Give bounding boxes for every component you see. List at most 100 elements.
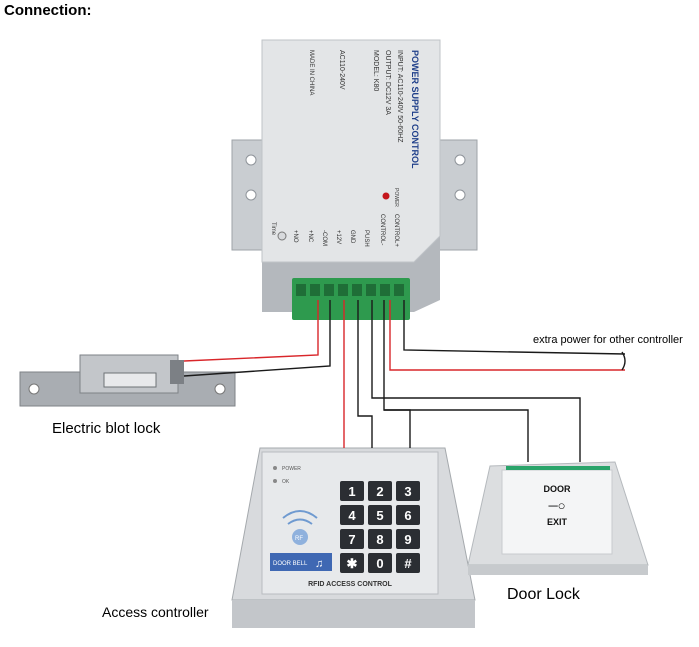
extra-power-caption: extra power for other controller bbox=[533, 334, 683, 346]
keypad-key-label: 9 bbox=[404, 532, 411, 547]
access-controller-caption: Access controller bbox=[102, 604, 209, 620]
keypad-key[interactable] bbox=[340, 529, 364, 549]
keypad-key-label: # bbox=[404, 556, 412, 571]
terminal-label: +NC bbox=[307, 230, 313, 243]
rf-wave-icon bbox=[287, 518, 313, 525]
keypad-key[interactable] bbox=[368, 529, 392, 549]
wire-black-lock bbox=[183, 300, 331, 377]
keypad-footer: RFID ACCESS CONTROL bbox=[308, 581, 392, 588]
keypad-key[interactable] bbox=[368, 505, 392, 525]
exit-plate-strip bbox=[506, 466, 610, 470]
keypad-key-label: 4 bbox=[348, 508, 356, 523]
keypad-key[interactable] bbox=[340, 553, 364, 573]
keypad-key[interactable] bbox=[340, 505, 364, 525]
keypad-key-label: 8 bbox=[376, 532, 383, 547]
keypad-front-edge bbox=[232, 600, 475, 628]
keypad-key-label: 2 bbox=[376, 484, 383, 499]
psu-made-in: MADE IN CHINA bbox=[308, 50, 314, 95]
psu-label: POWER SUPPLY CONTROL INPUT: AC110-240V 5… bbox=[308, 50, 420, 169]
electric-lock-caption: Electric blot lock bbox=[52, 420, 161, 437]
wire-control-keypad bbox=[383, 300, 411, 448]
keypad-key-label: 3 bbox=[404, 484, 411, 499]
ok-indicator bbox=[273, 479, 277, 483]
terminal-screw bbox=[296, 284, 306, 296]
doorbell-label: DOOR BELL bbox=[273, 561, 308, 567]
time-label: Time bbox=[270, 222, 276, 236]
status-power-label: POWER bbox=[282, 466, 301, 472]
power-led bbox=[382, 192, 390, 200]
lock-screw-hole bbox=[28, 383, 40, 395]
rf-wave-icon bbox=[282, 510, 318, 519]
wire-red-extra bbox=[389, 300, 625, 371]
keypad-key[interactable] bbox=[396, 529, 420, 549]
key-icon: ─○ bbox=[547, 498, 565, 513]
keypad-key-label: 5 bbox=[376, 508, 383, 523]
bell-icon: ♫ bbox=[315, 558, 323, 570]
keypad-key-label: 6 bbox=[404, 508, 411, 523]
lock-connector bbox=[170, 360, 184, 384]
keypad-key-label: 1 bbox=[348, 484, 355, 499]
psu-output: OUTPUT: DC12V 3A bbox=[384, 50, 391, 115]
keypad-key-label: ✱ bbox=[347, 556, 358, 571]
terminal-label: CONTROL+ bbox=[393, 214, 399, 247]
keypad-key[interactable] bbox=[396, 481, 420, 501]
electric-bolt-lock bbox=[19, 354, 236, 407]
doorbell-button[interactable] bbox=[270, 553, 332, 571]
lock-screw-hole bbox=[214, 383, 226, 395]
wire-control-exit bbox=[384, 409, 529, 462]
door-exit-button: DOOR ─○ EXIT bbox=[467, 461, 649, 575]
bracket-hole bbox=[454, 189, 466, 201]
keypad-key[interactable] bbox=[396, 505, 420, 525]
psu-input: INPUT: AC110-240V 50-60HZ bbox=[396, 50, 403, 143]
terminal-label: +12V bbox=[335, 230, 341, 244]
wires bbox=[183, 300, 626, 462]
terminal-screw bbox=[338, 284, 348, 296]
keypad-key-label: 0 bbox=[376, 556, 383, 571]
terminal-label: -COM bbox=[321, 230, 327, 246]
terminal-label: PUSH bbox=[363, 230, 369, 247]
psu-voltage: AC110-240V bbox=[338, 50, 345, 90]
terminal-screw bbox=[380, 284, 390, 296]
terminal-screw bbox=[366, 284, 376, 296]
wire-end-bracket bbox=[621, 351, 626, 371]
exit-bottom-label: EXIT bbox=[547, 517, 568, 527]
psu-top-face bbox=[261, 39, 441, 263]
keypad-key-label: 7 bbox=[348, 532, 355, 547]
access-controller-keypad: POWER OK RF DOOR BELL ♫ bbox=[231, 447, 476, 628]
lock-latch bbox=[103, 372, 157, 388]
status-ok-label: OK bbox=[282, 479, 290, 485]
bracket-hole bbox=[245, 154, 257, 166]
exit-top-label: DOOR bbox=[544, 484, 572, 494]
rf-icon bbox=[292, 529, 308, 545]
door-lock-caption: Door Lock bbox=[507, 586, 580, 603]
terminal-screw bbox=[352, 284, 362, 296]
terminal-block bbox=[292, 278, 410, 320]
wire-black-extra bbox=[403, 300, 626, 355]
heading: Connection: bbox=[4, 2, 92, 19]
power-led-label: POWER bbox=[393, 188, 399, 207]
time-knob bbox=[277, 231, 287, 241]
keypad-key[interactable] bbox=[368, 481, 392, 501]
bracket-hole bbox=[454, 154, 466, 166]
exit-plate-face[interactable] bbox=[501, 469, 613, 555]
wire-black-keypad bbox=[357, 300, 373, 448]
power-supply-unit: POWER SUPPLY CONTROL INPUT: AC110-240V 5… bbox=[231, 39, 478, 320]
wire-red-lock bbox=[183, 300, 319, 362]
terminal-screw bbox=[324, 284, 334, 296]
power-indicator bbox=[273, 466, 277, 470]
keypad-keys bbox=[340, 481, 420, 573]
terminal-screw bbox=[310, 284, 320, 296]
terminal-label: GND bbox=[349, 230, 355, 244]
terminal-screw bbox=[394, 284, 404, 296]
wire-push-exit bbox=[371, 300, 581, 462]
psu-model: MODEL: K80 bbox=[372, 50, 379, 91]
terminal-label: CONTROL- bbox=[379, 214, 385, 245]
terminal-label: +NO bbox=[292, 230, 298, 243]
psu-title: POWER SUPPLY CONTROL bbox=[410, 50, 420, 169]
keypad-key[interactable] bbox=[340, 481, 364, 501]
keypad-key[interactable] bbox=[368, 553, 392, 573]
rf-label: RF bbox=[295, 536, 303, 542]
keypad-key[interactable] bbox=[396, 553, 420, 573]
